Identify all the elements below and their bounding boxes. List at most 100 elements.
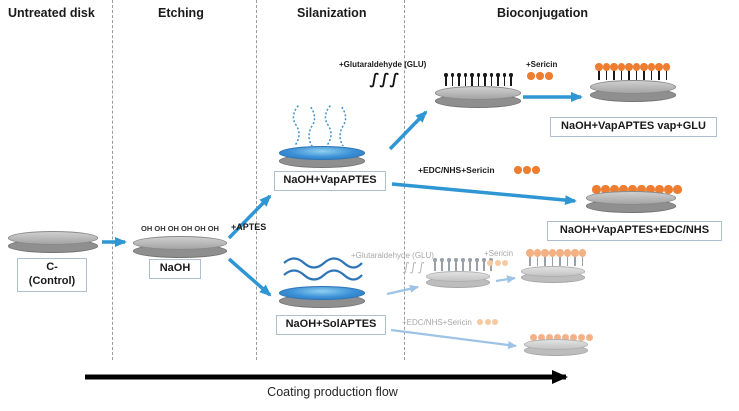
- arrow-solaptes-to-glu-light: [386, 284, 419, 296]
- column-header-untreated-disk: Untreated disk: [8, 6, 95, 20]
- disk-top: [279, 146, 365, 160]
- vap-glu-label-box: NaOH+VapAPTES vap+GLU: [550, 117, 717, 137]
- oh-surface-text: OH OH OH OH OH OH: [141, 224, 219, 233]
- pin-glyph: [457, 73, 460, 86]
- control-label-line2: (Control): [28, 274, 76, 287]
- disk-top: [8, 231, 98, 245]
- dot-glyph: [477, 319, 483, 325]
- disk-top: [279, 286, 365, 300]
- pin-glyph: [595, 63, 602, 80]
- column-separator-3: [404, 0, 405, 360]
- pin-glyph: [556, 249, 563, 266]
- oball-glyph: [554, 334, 561, 341]
- pin-glyph: [618, 63, 624, 80]
- pin-glyph: [440, 258, 443, 271]
- solaptes-label-box: NaOH+SolAPTES: [276, 315, 386, 335]
- arrow-vapaptes-to-edcnhs: [391, 182, 577, 206]
- dot-glyph: [536, 72, 544, 80]
- dot-glyph: [494, 260, 501, 266]
- disk-top: [426, 271, 490, 282]
- pin-glyph: [655, 63, 662, 80]
- oball-glyph: [619, 185, 628, 194]
- pin-glyph: [526, 249, 533, 266]
- column-header-etching: Etching: [158, 6, 204, 20]
- sericin-light-annotation: +Sericin: [484, 249, 514, 258]
- dot-glyph: [527, 72, 535, 80]
- glutaraldehyde-molecules: [370, 73, 399, 87]
- vap-edc-label-box: NaOH+VapAPTES+EDC/NHS: [547, 221, 722, 241]
- vapaptes-edc-disk: [586, 191, 676, 213]
- solaptes-glu-sericin-disk: [521, 266, 585, 283]
- oball-glyph: [628, 185, 637, 194]
- aptes-annotation: +APTES: [231, 222, 267, 232]
- glu-sericin-pins: [595, 63, 669, 80]
- pin-glyph: [489, 258, 492, 271]
- column-separator-2: [256, 0, 257, 360]
- oball-glyph: [646, 185, 655, 194]
- pin-glyph: [625, 63, 632, 80]
- pin-glyph: [571, 249, 578, 266]
- pin-glyph: [450, 73, 454, 86]
- oball-glyph: [664, 185, 673, 194]
- pin-glyph: [603, 63, 609, 80]
- oball-glyph: [655, 185, 664, 194]
- pin-glyph: [463, 73, 467, 86]
- solution-waves: [283, 257, 363, 281]
- naoh-label-box: NaOH: [149, 259, 201, 279]
- arrow-vapaptes-to-glu: [388, 110, 428, 151]
- edcnhs-sericin-dots: [514, 166, 540, 174]
- oball-glyph: [673, 185, 682, 194]
- dot-glyph: [502, 260, 508, 266]
- pin-glyph: [483, 73, 486, 86]
- pin-glyph: [447, 258, 450, 271]
- pin-glyph: [475, 258, 478, 271]
- vapaptes-glu-disk: [435, 86, 521, 108]
- pin-glyph: [489, 73, 493, 86]
- pin-glyph: [648, 63, 654, 80]
- pin-glyph: [482, 258, 485, 271]
- flow-label: Coating production flow: [267, 385, 398, 399]
- dot-glyph: [484, 319, 491, 325]
- pin-glyph: [476, 73, 480, 86]
- arrow-naoh-to-solaptes: [227, 257, 272, 297]
- disk-top: [590, 80, 676, 94]
- pin-glyph: [461, 258, 464, 271]
- edcnhs-sericin-light-dots: [477, 319, 498, 325]
- dot-glyph: [545, 72, 553, 80]
- control-label-line1: C-: [46, 261, 58, 273]
- arrow-solaptes-to-edcnhs-light: [390, 328, 517, 349]
- sericin-annotation: +Sericin: [526, 60, 558, 69]
- sol-edc-sericin-balls: [530, 334, 593, 341]
- edc-sericin-balls: [592, 185, 682, 194]
- glutaraldehyde-light-molecules: [403, 262, 424, 273]
- oball-glyph: [586, 334, 593, 341]
- oball-glyph: [530, 334, 537, 341]
- vapaptes-glu-sericin-disk: [590, 80, 676, 102]
- disk-top: [524, 339, 588, 350]
- glutaraldehyde-annotation: +Glutaraldehyde (GLU): [339, 60, 427, 69]
- pin-glyph: [433, 258, 436, 271]
- solaptes-glu-disk: [426, 271, 490, 288]
- pin-glyph: [549, 249, 555, 266]
- oball-glyph: [546, 334, 553, 341]
- pin-glyph: [444, 73, 447, 86]
- pin-glyph: [454, 258, 457, 271]
- oball-glyph: [592, 185, 601, 194]
- vapaptes-label-box: NaOH+VapAPTES: [274, 171, 386, 191]
- pin-glyph: [663, 63, 669, 80]
- oball-glyph: [562, 334, 569, 341]
- sericin-light-dots: [487, 260, 508, 266]
- vapaptes-disk: [279, 146, 365, 168]
- disk-top: [521, 266, 585, 277]
- squig-glyph: [369, 73, 380, 87]
- pin-glyph: [633, 63, 639, 80]
- sericin-dots: [527, 72, 553, 80]
- pin-glyph: [468, 258, 471, 271]
- column-separator-1: [112, 0, 113, 360]
- squig-glyph: [410, 262, 417, 273]
- disk-top: [133, 236, 227, 250]
- naoh-disk: [133, 236, 227, 258]
- dot-glyph: [514, 166, 522, 174]
- pin-glyph: [640, 63, 647, 80]
- oball-glyph: [578, 334, 585, 341]
